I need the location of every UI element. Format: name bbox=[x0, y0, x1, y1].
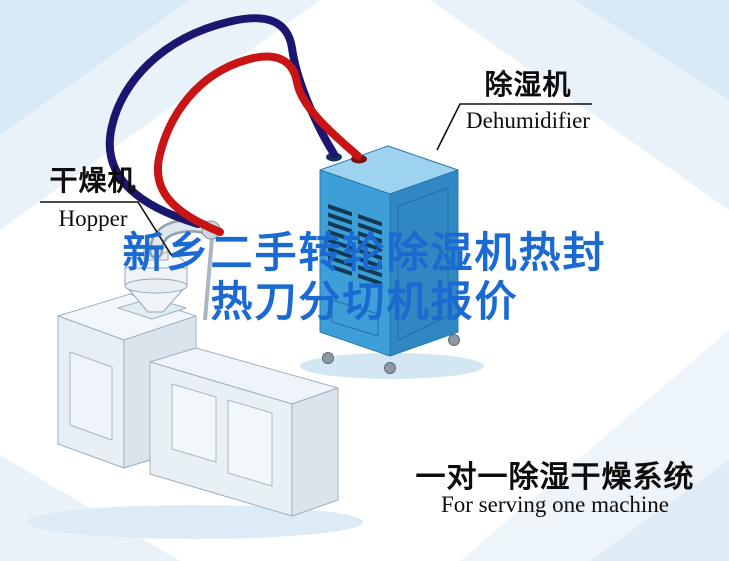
hopper-machine bbox=[27, 218, 363, 539]
leader-line-hopper bbox=[40, 201, 173, 257]
hopper-funnel bbox=[117, 218, 221, 321]
machine-shadow bbox=[27, 505, 363, 539]
watermark-title-line1: 新乡二手转轮除湿机热封 bbox=[122, 229, 607, 276]
door-panel bbox=[397, 187, 449, 341]
vent-grille bbox=[328, 204, 382, 286]
caption-zh: 一对一除湿干燥系统 bbox=[415, 461, 695, 494]
name-plate bbox=[331, 299, 379, 337]
supply-pipe-red bbox=[154, 52, 362, 236]
caster-wheels bbox=[322, 334, 460, 374]
hopper-label-en: Hopper bbox=[58, 206, 128, 231]
leader-line-dehumidifier bbox=[436, 103, 592, 151]
hopper-label-zh: 干燥机 bbox=[49, 165, 137, 196]
watermark-title-line2: 热刀分切机报价 bbox=[210, 278, 519, 325]
dehumidifier-label-zh: 除湿机 bbox=[484, 69, 572, 100]
dehumidifier-label-en: Dehumidifier bbox=[466, 108, 590, 133]
caption-en: For serving one machine bbox=[440, 492, 670, 517]
